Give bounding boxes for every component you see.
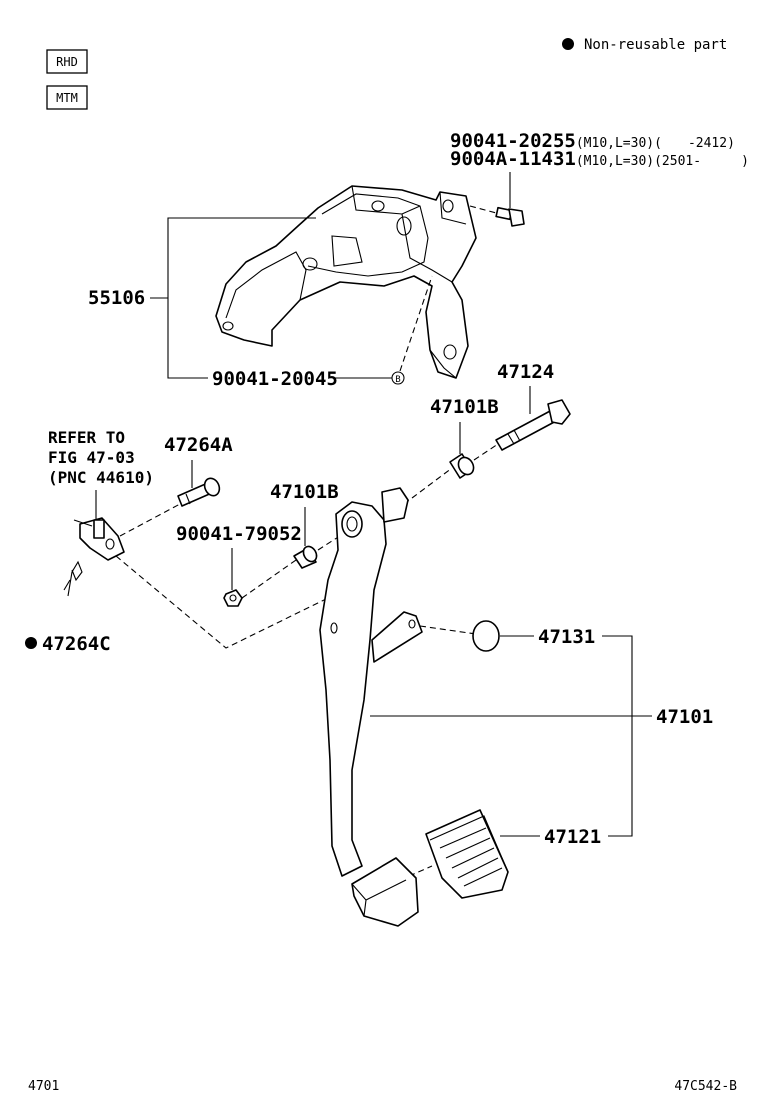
- label-90041-79052: 90041-79052: [176, 523, 302, 545]
- label-47101b-mid: 47101B: [270, 481, 339, 503]
- label-47121: 47121: [544, 826, 601, 848]
- callout-b: B: [395, 375, 400, 385]
- label-47101b-top: 47101B: [430, 396, 499, 418]
- pedal-arm-47101-shape: [319, 487, 423, 927]
- refer-line-1: REFER TO: [48, 428, 125, 447]
- stopper-47131-shape: [472, 620, 500, 652]
- mtm-tag: MTM: [56, 91, 78, 105]
- mtm-tag-box: [46, 85, 88, 110]
- nut-90041-79052-shape: [223, 589, 243, 607]
- label-47124: 47124: [497, 361, 554, 383]
- non-reusable-bullet-icon: [562, 38, 574, 50]
- clip-47264c-shape: [63, 560, 83, 597]
- label-47101: 47101: [656, 706, 713, 728]
- bracket-bolt-shape: [469, 205, 525, 227]
- footer-left: 4701: [28, 1079, 59, 1094]
- label-90041-20255: 90041-20255(M10,L=30)(-2412): [450, 130, 735, 152]
- label-47264c: 47264C: [42, 633, 111, 655]
- pivot-bolt-47124-shape: [495, 399, 571, 451]
- label-90041-20045: 90041-20045: [212, 368, 338, 390]
- rhd-tag: RHD: [56, 55, 78, 69]
- pedal-pad-47121-shape: [425, 809, 509, 899]
- footer-right: 47C542-B: [674, 1079, 737, 1094]
- clevis-pin-47264a-shape: [177, 477, 221, 507]
- callout-b-circle: [391, 371, 405, 385]
- legend-non-reusable: Non-reusable part: [584, 37, 727, 53]
- label-47264a: 47264A: [164, 434, 233, 456]
- bushing-47101b-top-shape: [449, 453, 475, 479]
- refer-line-2: FIG 47-03: [48, 448, 135, 467]
- pedal-bracket-55106-shape: [215, 185, 477, 379]
- rhd-tag-box: [46, 49, 88, 74]
- clevis-shape: [73, 517, 125, 561]
- label-47131: 47131: [538, 626, 595, 648]
- label-55106: 55106: [88, 287, 145, 309]
- refer-line-3: (PNC 44610): [48, 468, 154, 487]
- label-9004a-11431: 9004A-11431(M10,L=30)(2501-): [450, 148, 749, 170]
- non-reusable-47264c-icon: [25, 637, 37, 649]
- bushing-47101b-mid-shape: [293, 545, 318, 569]
